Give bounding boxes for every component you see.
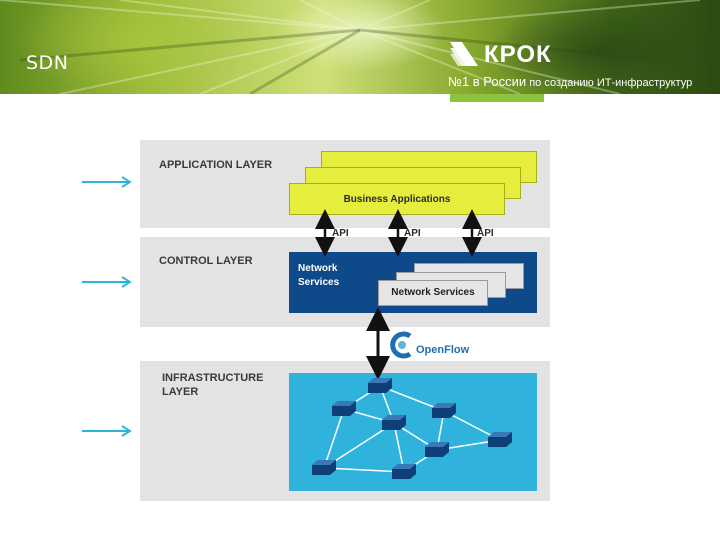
arrow-right-icon [82,425,132,437]
api-label: API [404,228,421,239]
green-tab [450,94,544,102]
tagline-main: №1 в России [448,74,527,89]
network-services-line1: Network [298,263,338,274]
tagline: №1 в России по созданию ИТ-инфраструктур [448,73,692,91]
infrastructure-layer-label: INFRASTRUCTURE LAYER [162,371,263,399]
slide-title: SDN [26,52,69,74]
network-services-box-label: Network Services [298,262,339,290]
tagline-rest: по созданию ИТ-инфраструктур [526,77,693,89]
api-label: API [477,228,494,239]
krok-logo-icon [450,42,478,66]
infrastructure-label-line1: INFRASTRUCTURE [162,372,264,384]
business-app-card-front: Business Applications [289,183,505,215]
banner-background-streaks [0,0,701,94]
infrastructure-box [289,373,537,491]
network-services-card-front: Network Services [378,280,488,306]
openflow-logo: OpenFlow [388,330,469,365]
header-banner: SDN КРОК №1 в России по созданию ИТ-инфр… [0,0,720,94]
application-layer-label: APPLICATION LAYER [159,159,273,171]
control-layer-label: CONTROL LAYER [159,255,253,267]
business-applications-label: Business Applications [343,194,451,205]
infrastructure-label-line2: LAYER [162,386,199,398]
arrow-right-icon [82,276,132,288]
openflow-label: OpenFlow [416,344,470,356]
api-label: API [332,228,349,239]
network-services-card-label: Network Services [391,287,475,298]
logo-name: КРОК [484,41,552,68]
arrow-right-icon [82,176,132,188]
network-services-line2: Services [298,277,340,288]
openflow-logo-icon [390,331,412,359]
